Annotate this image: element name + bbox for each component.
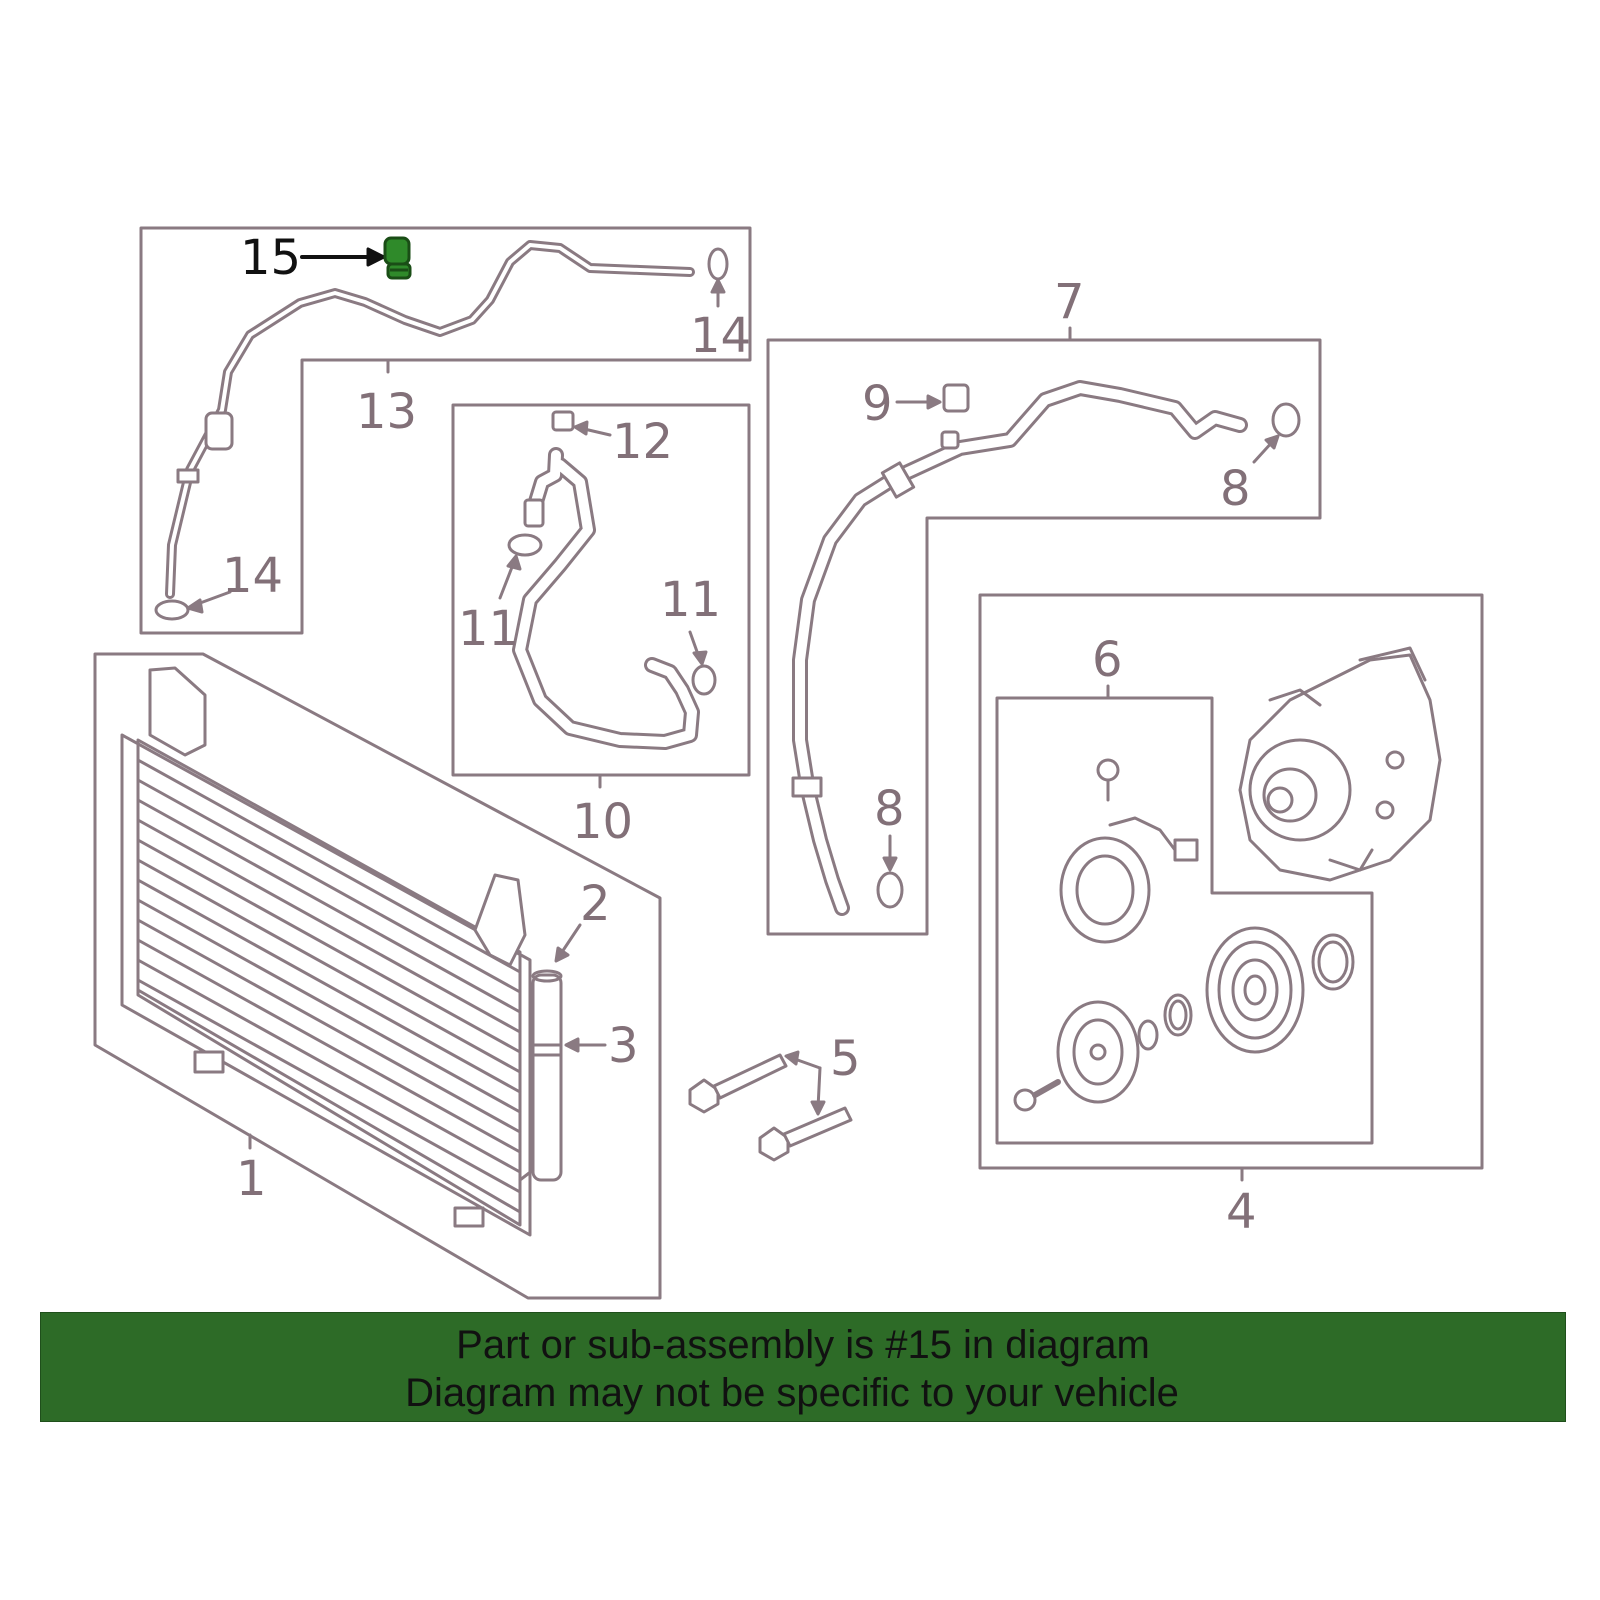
callout-8-lower: 8 (874, 781, 905, 837)
bolt-5-lower (758, 1106, 853, 1162)
hose-10-inner (515, 450, 697, 747)
ac-system-exploded-diagram: 1 2 3 4 5 6 7 8 8 9 10 11 11 12 13 14 14… (93, 226, 1484, 1300)
snap-ring-large (1311, 933, 1355, 991)
callout-11-right: 11 (660, 572, 721, 628)
group-box-13 (139, 226, 752, 635)
hose-7-service-port (940, 430, 960, 450)
callout-5: 5 (830, 1031, 861, 1087)
o-ring-14-upper (707, 247, 729, 281)
cap-9 (942, 383, 970, 413)
pipe-13-inner (168, 243, 692, 596)
o-ring-14-lower (154, 599, 190, 621)
callout-1: 1 (236, 1151, 267, 1207)
group-box-7 (766, 338, 1322, 936)
callout-3: 3 (608, 1018, 639, 1074)
arrow-8-lower-head (882, 856, 898, 872)
bolt-5-upper (688, 1053, 788, 1114)
callout-2: 2 (580, 876, 611, 932)
banner-line-1: Part or sub-assembly is #15 in diagram (456, 1323, 1150, 1367)
shim (1137, 1019, 1159, 1051)
hose-7-inner (795, 383, 1245, 913)
callout-12: 12 (612, 414, 673, 470)
arrow-9-head (926, 394, 942, 410)
callout-8-upper: 8 (1220, 461, 1251, 517)
hose-7-clamp-upper (880, 461, 916, 499)
arrow-2-head (554, 946, 570, 963)
arrow-14-lower-head (186, 598, 204, 614)
o-ring-8-upper (1271, 402, 1301, 438)
o-ring-11-right (691, 664, 717, 696)
callout-13: 13 (356, 384, 417, 440)
arrow-5-a-head (784, 1050, 800, 1066)
pipe-13-clamp (176, 468, 200, 484)
info-banner: Part or sub-assembly is #15 in diagram D… (40, 1312, 1566, 1422)
group-box-1 (93, 652, 662, 1300)
pulley (1205, 926, 1305, 1054)
arrow-12-head (573, 420, 589, 436)
clutch-plate (1056, 1000, 1140, 1104)
compressor (1238, 646, 1442, 882)
arrow-11-right-head (692, 650, 708, 666)
hose-7-clamp-lower (791, 776, 823, 798)
hose-10-cap-12 (551, 410, 575, 432)
arrow-8-upper-head (1264, 434, 1280, 450)
hose-10-fitting-left (523, 498, 545, 528)
banner-line-2: Diagram may not be specific to your vehi… (405, 1371, 1179, 1415)
arrow-3-head (564, 1037, 580, 1053)
callout-9: 9 (862, 376, 893, 432)
callout-6: 6 (1092, 632, 1123, 688)
arrow-14-upper-head (710, 278, 726, 294)
callout-14-lower: 14 (222, 548, 283, 604)
o-ring-11-left (507, 533, 543, 557)
callout-11-left: 11 (458, 601, 519, 657)
callout-4: 4 (1226, 1184, 1257, 1240)
pressure-switch-15 (383, 236, 412, 280)
callout-15: 15 (240, 230, 301, 286)
receiver-drier (518, 969, 563, 1182)
clutch-coil-screw (1096, 758, 1120, 802)
snap-ring-small (1163, 993, 1193, 1037)
o-ring-8-lower (876, 871, 904, 909)
pipe-13-fitting (204, 411, 234, 451)
condenser (120, 666, 532, 1237)
callout-10: 10 (572, 794, 633, 850)
clutch-coil (1059, 816, 1199, 944)
clutch-plate-bolt (1013, 1079, 1061, 1112)
arrow-11-left-head (506, 554, 522, 571)
callout-7: 7 (1054, 274, 1085, 330)
hose-7-outer (792, 380, 1248, 916)
callout-14-upper: 14 (690, 308, 751, 364)
group-box-4 (978, 593, 1484, 1170)
arrow-15-head (366, 247, 386, 267)
arrow-5-b-head (810, 1100, 826, 1116)
group-box-6 (995, 696, 1374, 1145)
